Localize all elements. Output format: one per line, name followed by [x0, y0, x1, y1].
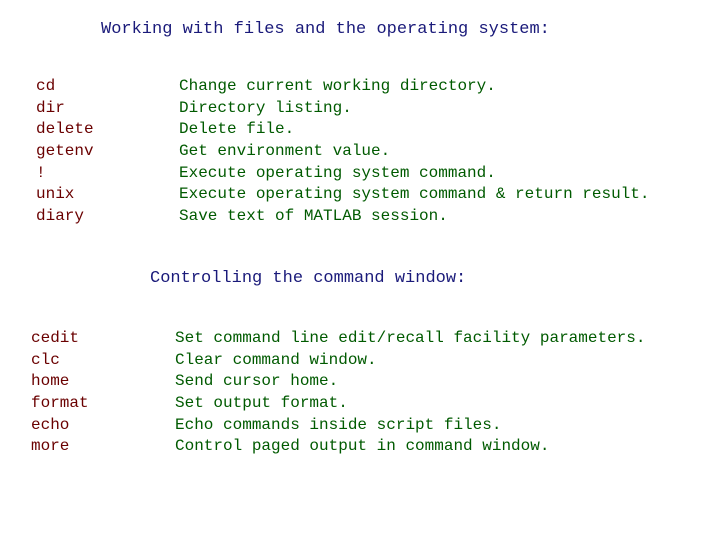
- command-description: Echo commands inside script files.: [175, 415, 502, 434]
- command-description: Directory listing.: [179, 98, 352, 117]
- command-name: cedit: [31, 329, 80, 347]
- command-name: diary: [36, 207, 85, 226]
- command-description: Send cursor home.: [175, 372, 339, 391]
- command-name: clc: [31, 350, 60, 369]
- files-command-list: cd dir delete getenv ! unix diary: [36, 76, 94, 228]
- command-name: getenv: [36, 142, 94, 161]
- command-name: !: [36, 163, 46, 182]
- command-name: echo: [31, 415, 70, 434]
- command-name: cd: [36, 77, 56, 95]
- command-description: Save text of MATLAB session.: [179, 207, 448, 226]
- command-description: Execute operating system command.: [179, 163, 496, 182]
- window-description-list: Set command line edit/recall facility pa…: [175, 328, 645, 458]
- command-name: dir: [36, 98, 65, 117]
- command-description: Change current working directory.: [179, 77, 496, 95]
- command-description: Clear command window.: [175, 350, 377, 369]
- command-name: unix: [36, 185, 75, 204]
- command-name: delete: [36, 120, 94, 139]
- command-description: Execute operating system command & retur…: [179, 185, 650, 204]
- window-section-heading: Controlling the command window:: [150, 269, 467, 288]
- command-description: Get environment value.: [179, 142, 391, 161]
- command-description: Control paged output in command window.: [175, 437, 550, 456]
- files-section-heading: Working with files and the operating sys…: [101, 20, 550, 39]
- window-command-list: cedit clc home format echo more: [31, 328, 89, 458]
- files-description-list: Change current working directory. Direct…: [179, 76, 649, 228]
- command-name: more: [31, 437, 70, 456]
- command-name: format: [31, 394, 89, 413]
- command-description: Delete file.: [179, 120, 295, 139]
- command-description: Set command line edit/recall facility pa…: [175, 329, 646, 347]
- command-description: Set output format.: [175, 394, 348, 413]
- command-name: home: [31, 372, 70, 391]
